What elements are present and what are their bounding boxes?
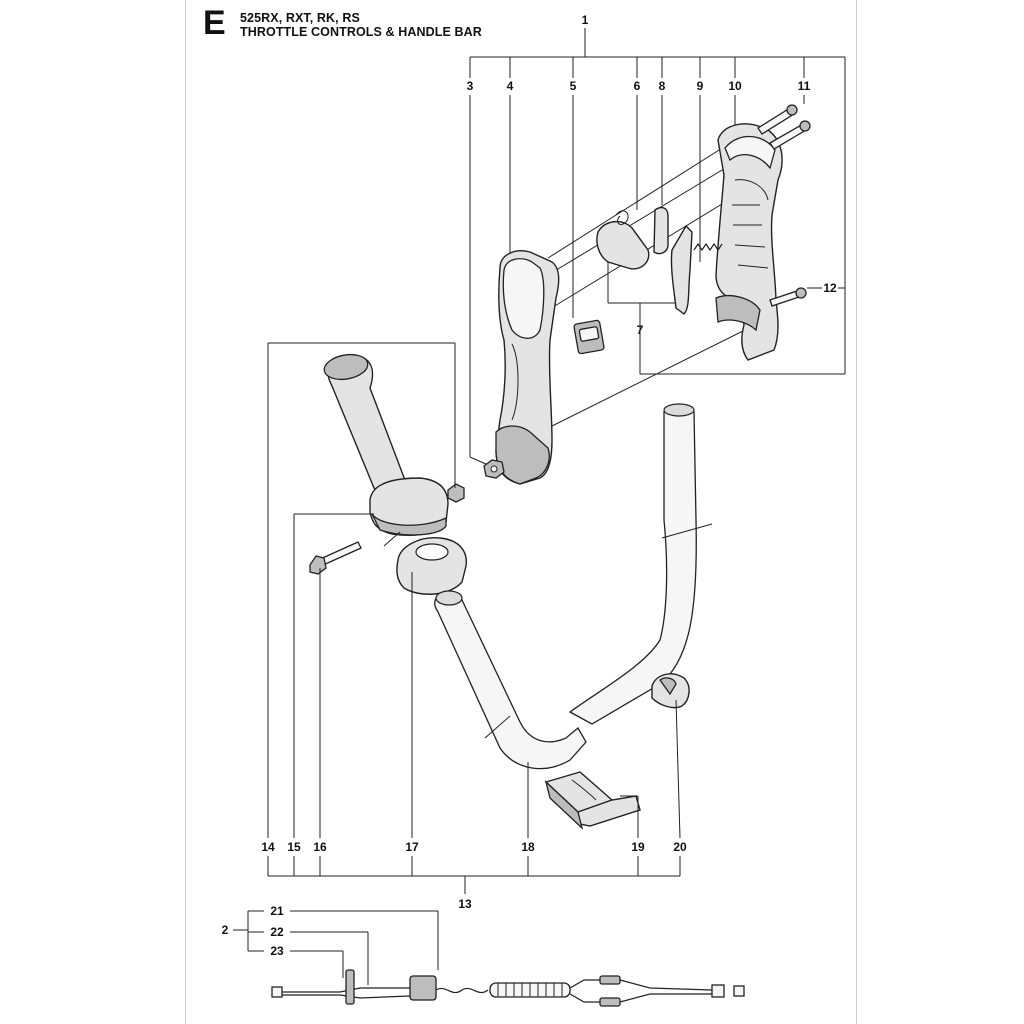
- callout-23: 23: [270, 944, 284, 958]
- assembly-1-bracket: [469, 28, 846, 375]
- callout-13: 13: [458, 897, 472, 911]
- upper-leader-lines: [469, 95, 822, 466]
- callout-8: 8: [659, 79, 666, 93]
- diagram-title: THROTTLE CONTROLS & HANDLE BAR: [240, 25, 482, 39]
- callout-10: 10: [728, 79, 742, 93]
- bar-right-section: [568, 403, 697, 725]
- callout-14: 14: [261, 840, 275, 854]
- lower-leader-lines: [267, 699, 681, 894]
- right-margin-rule: [856, 0, 857, 1024]
- screw-11b: [769, 120, 811, 150]
- throttle-trigger: [653, 206, 669, 255]
- screw-11a: [757, 104, 798, 135]
- nut-3: [483, 459, 505, 479]
- section-letter: E: [203, 4, 226, 42]
- handle-bar: [434, 403, 713, 770]
- model-list: 525RX, RXT, RK, RS: [240, 11, 360, 25]
- callout-9: 9: [697, 79, 704, 93]
- callout-17: 17: [405, 840, 419, 854]
- throttle-lever: [596, 221, 650, 270]
- left-margin-rule: [185, 0, 186, 1024]
- callout-21: 21: [270, 904, 284, 918]
- bar-left-section: [434, 591, 587, 770]
- bar-grip-20: [651, 673, 690, 709]
- handle-housing-right: [715, 123, 783, 361]
- callout-22: 22: [270, 925, 284, 939]
- screw-12: [769, 287, 807, 307]
- callout-12: 12: [823, 281, 837, 295]
- screw-16: [309, 541, 362, 575]
- callout-6: 6: [634, 79, 641, 93]
- nut-14: [447, 483, 465, 503]
- callout-2: 2: [222, 923, 229, 937]
- callout-20: 20: [673, 840, 687, 854]
- callout-1: 1: [582, 13, 589, 27]
- callout-15: 15: [287, 840, 301, 854]
- callout-7: 7: [637, 323, 644, 337]
- stop-switch: [573, 319, 605, 355]
- handle-clamp-17: [396, 537, 467, 595]
- bar-clamp-19: [544, 771, 641, 830]
- callout-11: 11: [798, 79, 811, 93]
- callout-18: 18: [521, 840, 535, 854]
- callout-labels: 1 3 4 5 6 8 9 10 11 12 7 14 15 16 17 18 …: [222, 13, 837, 958]
- throttle-handle-assembly: [483, 104, 811, 485]
- return-spring: [693, 242, 723, 252]
- throttle-lockout: [670, 224, 693, 315]
- callout-4: 4: [507, 79, 514, 93]
- callout-19: 19: [631, 840, 645, 854]
- cable-harness: [233, 910, 745, 1007]
- callout-16: 16: [313, 840, 327, 854]
- callout-5: 5: [570, 79, 577, 93]
- left-handle-assembly: [267, 342, 467, 838]
- callout-3: 3: [467, 79, 474, 93]
